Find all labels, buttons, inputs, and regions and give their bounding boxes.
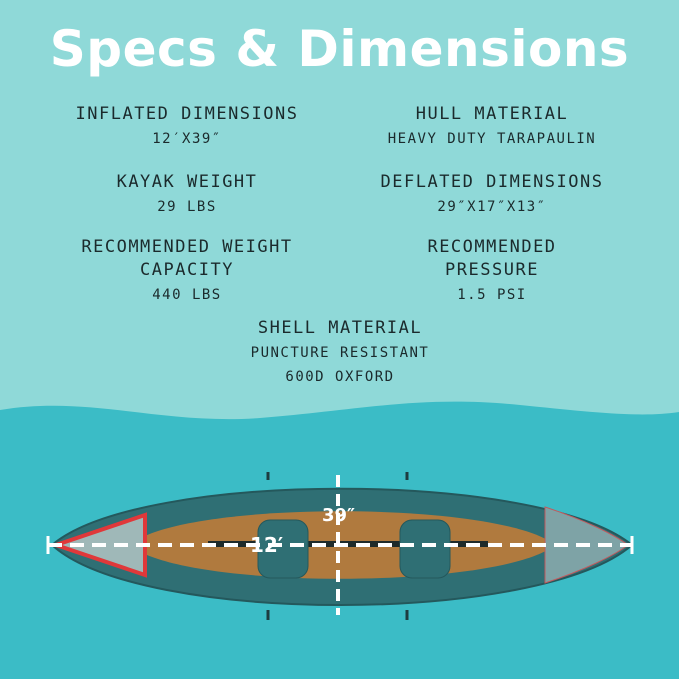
spec-heading: SHELL MATERIAL — [257, 318, 423, 338]
spec-kayak-weight: KAYAK WEIGHT 29 LBS — [27, 171, 347, 219]
spec-heading: INFLATED DIMENSIONS — [75, 104, 299, 124]
seat-front — [257, 519, 309, 579]
spec-value: HEAVY DUTY TARAPAULIN — [387, 131, 597, 147]
spec-value: 600D OXFORD — [285, 369, 395, 385]
spec-heading: KAYAK WEIGHT — [116, 172, 258, 192]
spec-shell-material: SHELL MATERIAL PUNCTURE RESISTANT 600D O… — [180, 317, 500, 389]
spec-pressure: RECOMMENDED PRESSURE 1.5 PSI — [332, 236, 652, 307]
dimension-lines — [46, 475, 634, 615]
spec-value: PUNCTURE RESISTANT — [250, 345, 430, 361]
width-label: 39″ — [322, 505, 356, 526]
spec-weight-capacity: RECOMMENDED WEIGHT CAPACITY 440 LBS — [27, 236, 347, 307]
spec-heading: RECOMMENDED — [427, 237, 557, 257]
seat-rear — [399, 519, 451, 579]
spec-heading: CAPACITY — [140, 260, 234, 280]
page-title: Specs & Dimensions — [49, 20, 630, 78]
spec-heading: DEFLATED DIMENSIONS — [380, 172, 604, 192]
spec-hull-material: HULL MATERIAL HEAVY DUTY TARAPAULIN — [332, 103, 652, 151]
spec-value: 440 LBS — [152, 287, 222, 303]
spec-deflated-dimensions: DEFLATED DIMENSIONS 29″X17″X13″ — [332, 171, 652, 219]
spec-value: 12′X39″ — [152, 131, 222, 147]
length-label: 12′ — [250, 533, 284, 557]
spec-value: 1.5 PSI — [457, 287, 527, 303]
spec-value: 29″X17″X13″ — [437, 199, 547, 215]
spec-value: 29 LBS — [157, 199, 217, 215]
spec-heading: PRESSURE — [445, 260, 539, 280]
spec-heading: HULL MATERIAL — [415, 104, 569, 124]
spec-inflated-dimensions: INFLATED DIMENSIONS 12′X39″ — [27, 103, 347, 151]
spec-heading: RECOMMENDED WEIGHT — [81, 237, 293, 257]
